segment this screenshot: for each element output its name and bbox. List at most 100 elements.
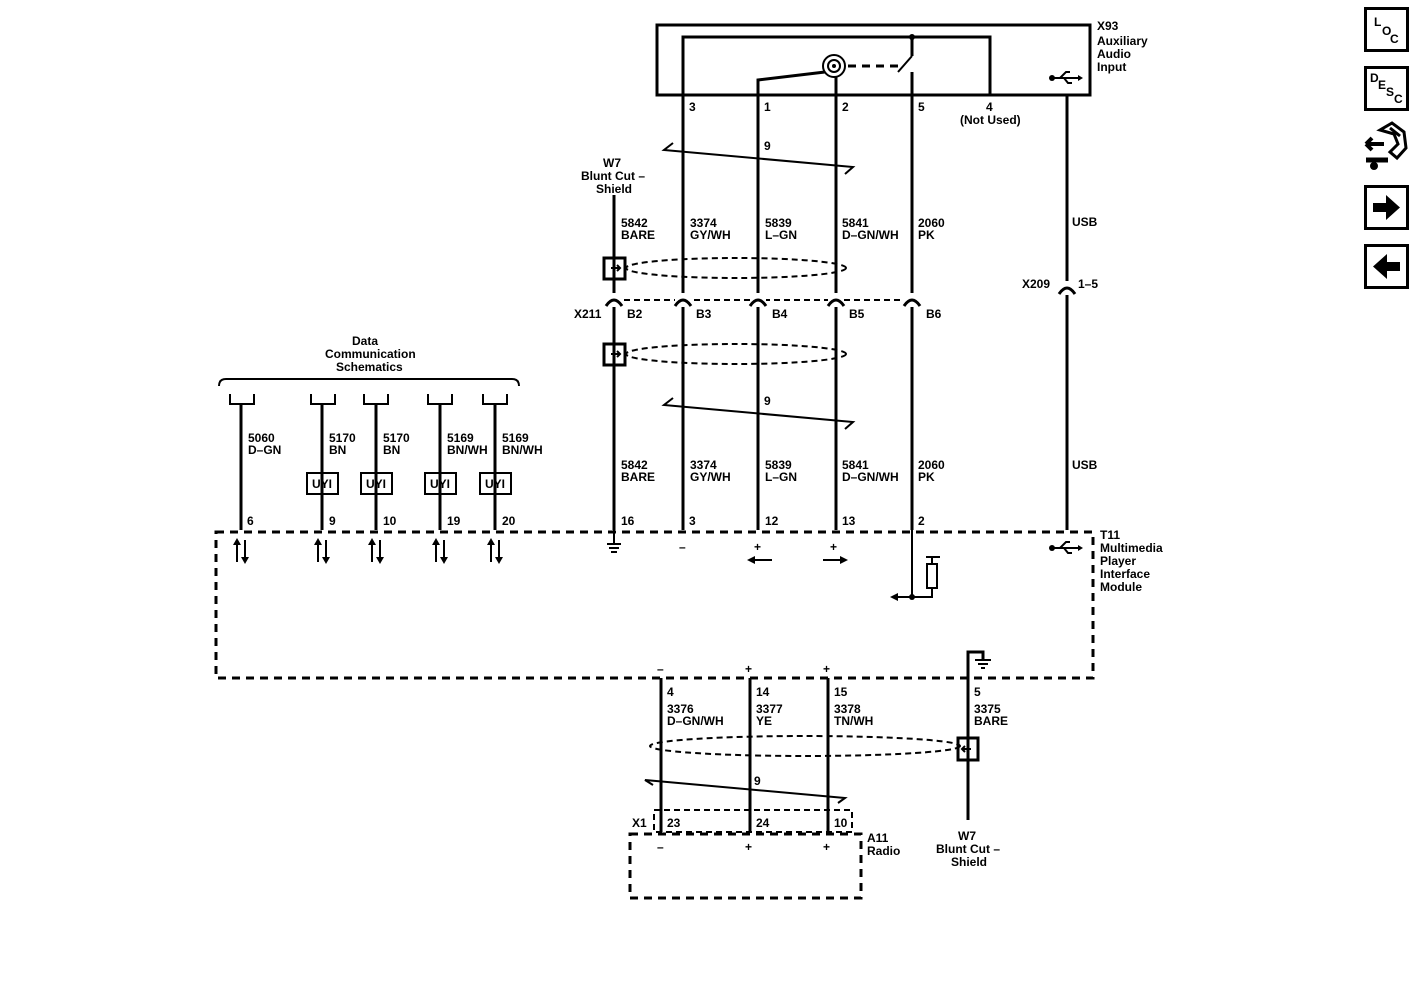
wire-number: 3377 xyxy=(756,702,783,716)
x211-pin: B6 xyxy=(926,307,942,321)
wire-number: 2060 xyxy=(918,216,945,230)
uyi-label: UYI xyxy=(312,477,332,491)
loc-letter: O xyxy=(1382,24,1391,38)
t11-title-line: T11 xyxy=(1100,528,1120,542)
wire-color: BARE xyxy=(621,228,655,242)
x93-pin: 5 xyxy=(918,100,925,114)
loc-letter: C xyxy=(1390,32,1399,46)
wire-color: BARE xyxy=(621,470,655,484)
desc-letter: D xyxy=(1370,71,1379,85)
t11-pin: 2 xyxy=(918,514,925,528)
wire-color: L–GN xyxy=(765,228,797,242)
w7-bottom-label: W7 xyxy=(958,829,976,843)
minus-sign: – xyxy=(679,540,686,554)
twist-label: 9 xyxy=(754,774,761,788)
wire-color: BARE xyxy=(974,714,1008,728)
description-button[interactable]: D E S C xyxy=(1364,66,1409,111)
t11-pin: 19 xyxy=(447,514,461,528)
w7-bottom-label: Shield xyxy=(951,855,987,869)
next-page-button[interactable] xyxy=(1364,185,1409,230)
connector-view-button[interactable] xyxy=(1362,120,1412,175)
plus-sign: + xyxy=(754,540,761,554)
wire-number: 3374 xyxy=(690,458,717,472)
a11-radio: X1 23 24 10 A11 Radio – + + xyxy=(628,809,900,900)
bidirectional-arrow-icon xyxy=(487,538,503,564)
t11-multimedia-player-interface-module: T11 Multimedia Player Interface Module 6… xyxy=(214,514,1163,680)
t11-pin: 6 xyxy=(247,514,254,528)
data-comm-label: Schematics xyxy=(336,360,403,374)
uyi-label: UYI xyxy=(430,477,450,491)
x93-pin: 2 xyxy=(842,100,849,114)
wire-number: 3375 xyxy=(974,702,1001,716)
wire-number: 5842 xyxy=(621,458,648,472)
wire-number: 5839 xyxy=(765,458,792,472)
wire-number: 5170 xyxy=(329,431,356,445)
x93-pin: 4 xyxy=(986,100,993,114)
wire-color: BN/WH xyxy=(447,443,488,457)
t11-pin: 20 xyxy=(502,514,516,528)
t11-title-line: Module xyxy=(1100,580,1142,594)
upper-harness: 9 9 W7 Blunt Cut – Shield 5842 BARE 3374… xyxy=(574,95,1098,530)
wire-color: PK xyxy=(918,228,935,242)
location-button[interactable]: L O C xyxy=(1364,7,1409,52)
t11-pin: 16 xyxy=(621,514,635,528)
x211-pin: B4 xyxy=(772,307,788,321)
x93-title-line: Input xyxy=(1097,60,1126,74)
desc-icon: D E S C xyxy=(1370,71,1403,106)
bidirectional-arrow-icon xyxy=(314,538,330,564)
usb-icon xyxy=(1049,71,1083,84)
w7-bottom-label: Blunt Cut – xyxy=(936,842,1000,856)
minus-sign: – xyxy=(657,662,664,676)
usb-icon xyxy=(1049,541,1083,554)
plus-sign: + xyxy=(745,840,752,854)
w7-top-label: Shield xyxy=(596,182,632,196)
t11-pin: 14 xyxy=(756,685,770,699)
wire-number: 3378 xyxy=(834,702,861,716)
wire-number: 5169 xyxy=(447,431,474,445)
previous-page-button[interactable] xyxy=(1364,244,1409,289)
plus-sign: + xyxy=(823,662,830,676)
bidirectional-arrow-icon xyxy=(368,538,384,564)
plus-sign: + xyxy=(823,840,830,854)
w7-top-label: Blunt Cut – xyxy=(581,169,645,183)
loc-icon: L O C xyxy=(1374,15,1399,46)
t11-title-line: Multimedia xyxy=(1100,541,1163,555)
x93-pin: 1 xyxy=(764,100,771,114)
x209-pins: 1–5 xyxy=(1078,277,1098,291)
twist-label: 9 xyxy=(764,139,771,153)
t11-pin: 13 xyxy=(842,514,856,528)
arrowhead xyxy=(747,556,755,564)
arrow-left-icon xyxy=(1373,254,1400,279)
t11-title-line: Interface xyxy=(1100,567,1150,581)
t11-title-line: Player xyxy=(1100,554,1136,568)
wire-number: 3376 xyxy=(667,702,694,716)
wire-color: D–GN/WH xyxy=(842,470,899,484)
x93-pin4-note: (Not Used) xyxy=(960,113,1021,127)
lower-harness: 4 14 15 5 3376 D–GN/WH 3377 YE 3378 TN/W… xyxy=(644,678,1008,869)
plus-sign: + xyxy=(830,540,837,554)
x211-pin: B5 xyxy=(849,307,865,321)
t11-pin: 5 xyxy=(974,685,981,699)
uyi-label: UYI xyxy=(485,477,505,491)
radio-pin: 23 xyxy=(667,816,681,830)
a11-title-line: A11 xyxy=(867,831,889,845)
wire-color: YE xyxy=(756,714,772,728)
data-communication-group: Data Communication Schematics UYI UYI UY… xyxy=(218,334,543,530)
usb-label: USB xyxy=(1072,215,1098,229)
loc-letter: L xyxy=(1374,15,1381,29)
x209-name: X209 xyxy=(1022,277,1050,291)
wire-color: TN/WH xyxy=(834,714,873,728)
wire-number: 5841 xyxy=(842,458,869,472)
usb-label: USB xyxy=(1072,458,1098,472)
wire-color: D–GN/WH xyxy=(842,228,899,242)
wire-number: 5842 xyxy=(621,216,648,230)
desc-letter: E xyxy=(1378,78,1386,92)
t11-pin: 4 xyxy=(667,685,674,699)
t11-pin: 12 xyxy=(765,514,779,528)
w7-top-label: W7 xyxy=(603,156,621,170)
wire-number: 5169 xyxy=(502,431,529,445)
x93-title-line: X93 xyxy=(1097,19,1119,33)
radio-pin: 10 xyxy=(834,816,848,830)
x93-pin: 3 xyxy=(689,100,696,114)
